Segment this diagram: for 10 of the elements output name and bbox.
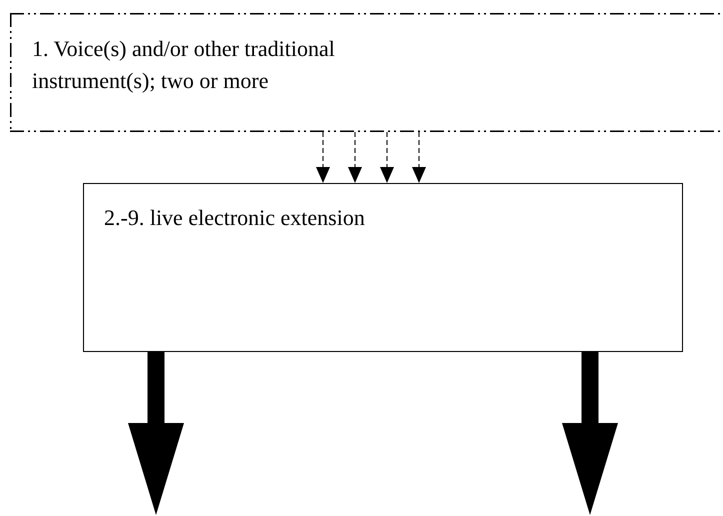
arrow bbox=[412, 132, 426, 183]
arrow bbox=[380, 132, 394, 183]
arrow bbox=[562, 352, 618, 515]
arrow bbox=[348, 132, 362, 183]
box-title: 2.-9. live electronic extension bbox=[104, 204, 366, 232]
arrow bbox=[128, 352, 184, 515]
box-title: 1. Voice(s) and/or other traditional instrument(s); two or more bbox=[32, 35, 336, 95]
arrow bbox=[316, 132, 330, 183]
instrument-group-box bbox=[10, 13, 723, 132]
process-box bbox=[83, 183, 683, 352]
